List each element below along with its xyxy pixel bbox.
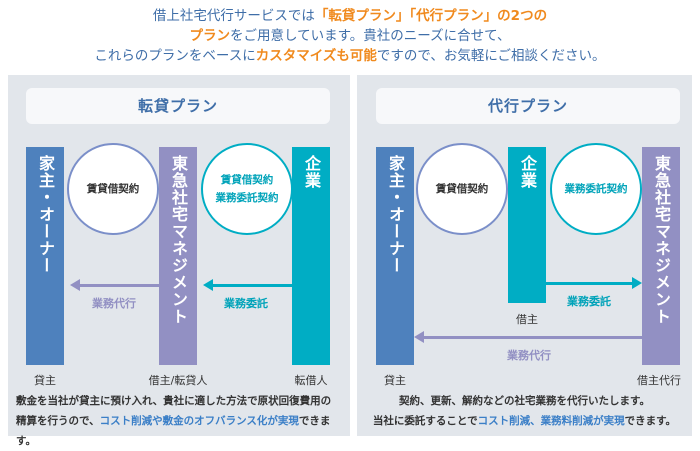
desc-text: できます。 (624, 415, 677, 427)
bar-label: 企業 (302, 155, 321, 189)
tentai-plan-panel: 転貸プラン 賃貸借契約 賃貸借契約業務委託契約 家主・オーナー 東急社宅マネジメ… (8, 75, 350, 447)
contract-circle-lease: 賃貸借契約 (416, 143, 508, 235)
bar-label: 東急社宅マネジメント (169, 155, 188, 325)
arrow-label-commission: 業務委託 (224, 297, 268, 310)
panel-description: 敷金を当社が貸主に預け入れ、貴社に適した方法で原状回復費用の 精算を行うので、コ… (16, 391, 346, 451)
panel-title: 代行プラン (376, 88, 680, 124)
company-mgmt-bar: 東急社宅マネジメント (159, 147, 197, 365)
intro-line3: これらのプランをベースに (94, 48, 256, 64)
role-label: 貸主 (34, 374, 56, 387)
role-label: 借主代行 (637, 374, 681, 387)
desc-line: 敷金を当社が貸主に預け入れ、貴社に適した方法で原状回復費用の (16, 395, 332, 407)
arrow-left-icon (414, 331, 642, 343)
bar-label: 家主・オーナー (386, 155, 405, 274)
role-label: 転借人 (294, 374, 328, 387)
panel-title: 転貸プラン (26, 88, 330, 124)
intro-text: 借上社宅代行サービスでは「転貸プラン」「代行プラン」の2つの プランをご用意して… (0, 6, 700, 66)
circle-label: 賃貸借契約 (220, 174, 274, 186)
arrow-label-agency: 業務代行 (92, 297, 136, 310)
intro-line2: をご用意しています。貴社のニーズに合せて、 (230, 28, 511, 44)
arrow-right-icon (546, 277, 642, 289)
intro-line1: 借上社宅代行サービスでは (152, 8, 315, 24)
desc-text: 当社に委託することで (372, 415, 478, 427)
arrow-label-agency: 業務代行 (507, 349, 551, 362)
owner-bar: 家主・オーナー (26, 147, 64, 365)
contract-circle-lease: 賃貸借契約 (67, 143, 159, 235)
desc-highlight: コスト削減や敷金のオフバランス化が実現 (99, 415, 299, 427)
arrow-left-icon (203, 279, 292, 291)
intro-highlight-custom: カスタマイズも可能 (255, 48, 377, 64)
circle-label: 賃貸借契約 (86, 183, 140, 195)
intro-highlight-plan: プラン (189, 28, 231, 44)
arrow-left-icon (70, 279, 159, 291)
role-label: 貸主 (384, 374, 406, 387)
circle-label: 業務委託契約 (215, 192, 279, 204)
desc-line: 契約、更新、解約などの社宅業務を代行いたします。 (399, 395, 650, 407)
contract-circle-commission: 業務委託契約 (550, 143, 642, 235)
bar-label: 企業 (518, 155, 537, 189)
desc-highlight: コスト削減、業務料削減が実現 (477, 415, 625, 427)
role-label: 借主/転貸人 (148, 374, 208, 387)
company-mgmt-bar: 東急社宅マネジメント (642, 147, 680, 365)
desc-text: 精算を行うので、 (16, 415, 100, 427)
intro-line3-end: ですので、お気軽にご相談ください。 (376, 48, 606, 64)
owner-bar: 家主・オーナー (376, 147, 414, 365)
bar-label: 家主・オーナー (36, 155, 55, 274)
circle-label: 業務委託契約 (564, 183, 628, 195)
intro-highlight-plans: 「転貸プラン」「代行プラン」の2つの (314, 8, 548, 24)
contract-circle-lease-commission: 賃貸借契約業務委託契約 (201, 143, 293, 235)
daiko-plan-panel: 代行プラン 賃貸借契約 業務委託契約 家主・オーナー 企業 東急社宅マネジメント… (357, 75, 692, 436)
circle-label: 賃貸借契約 (435, 183, 489, 195)
panel-description: 契約、更新、解約などの社宅業務を代行いたします。 当社に委託することでコスト削減… (357, 391, 692, 431)
arrow-label-commission: 業務委託 (567, 295, 611, 308)
bar-label: 東急社宅マネジメント (652, 155, 671, 325)
corp-bar: 企業 (292, 147, 330, 365)
corp-bar: 企業 (508, 147, 546, 303)
role-label: 借主 (516, 313, 538, 326)
